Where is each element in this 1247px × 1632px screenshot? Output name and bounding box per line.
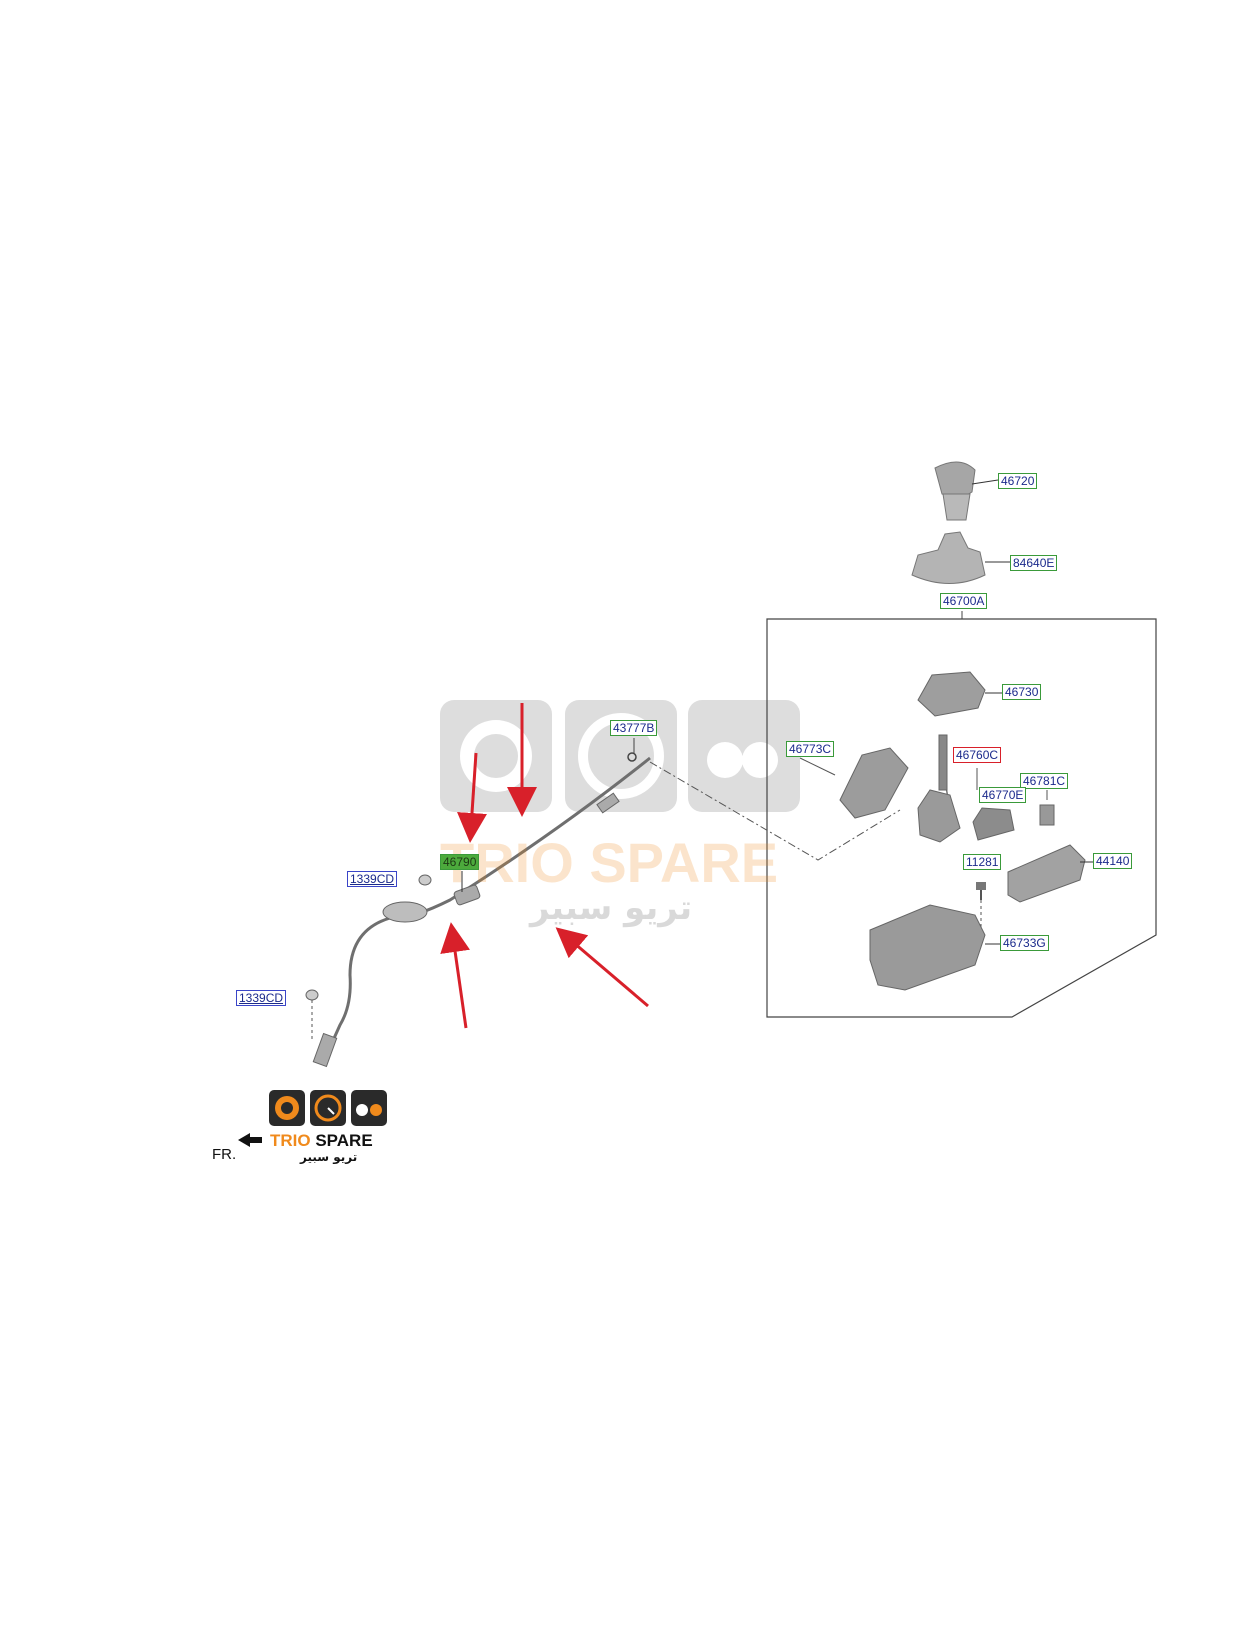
brand-title: TRIO SPARE xyxy=(270,1131,373,1150)
label-housing[interactable]: 46770E xyxy=(979,787,1027,803)
shift-boot-part xyxy=(911,531,986,584)
label-clip[interactable]: 43777B xyxy=(610,720,658,736)
label-indicator[interactable]: 46781C xyxy=(1020,773,1069,789)
panel-part xyxy=(1007,844,1086,903)
label-knob[interactable]: 46720 xyxy=(998,473,1038,489)
cable-route-leader xyxy=(649,761,901,861)
retainer-part xyxy=(839,747,909,819)
label-retainer[interactable]: 46773C xyxy=(786,741,835,757)
front-arrow-icon xyxy=(238,1133,262,1147)
shift-lever-part xyxy=(917,734,961,843)
cable-grommet xyxy=(382,901,428,923)
assembly-frame xyxy=(766,618,1157,1018)
cable-sleeve xyxy=(453,884,481,906)
label-bracket[interactable]: 46730 xyxy=(1002,684,1042,700)
watermark-logo xyxy=(440,700,800,812)
label-lever-pin[interactable]: 46760C xyxy=(953,747,1002,763)
label-base[interactable]: 46733G xyxy=(1000,935,1049,951)
label-assembly[interactable]: 46700A xyxy=(940,593,988,609)
watermark-arabic: تريو سبير xyxy=(530,888,693,928)
red-arrow-3 xyxy=(440,922,470,1029)
housing-part xyxy=(972,807,1015,841)
nut-lower-part xyxy=(305,989,319,1001)
screw-part xyxy=(976,882,986,900)
label-nut-upper[interactable]: 1339CD xyxy=(347,871,398,887)
cable-end-lower xyxy=(312,1032,338,1068)
label-screw[interactable]: 11281 xyxy=(963,854,1002,870)
brand-logo xyxy=(269,1090,387,1126)
watermark-brand: TRIO SPARE xyxy=(440,831,779,894)
nut-upper-part xyxy=(418,874,432,886)
bracket-part xyxy=(917,671,986,717)
cable-end-upper xyxy=(596,792,620,814)
shift-knob-part xyxy=(934,461,976,521)
label-panel[interactable]: 44140 xyxy=(1093,853,1133,869)
front-direction-label: FR. xyxy=(212,1146,237,1163)
label-boot[interactable]: 84640E xyxy=(1010,555,1058,571)
clip-part xyxy=(627,738,637,762)
indicator-part xyxy=(1039,804,1055,826)
base-part xyxy=(869,904,986,991)
brand-arabic: تريو سبير xyxy=(300,1150,358,1164)
label-nut-lower[interactable]: 1339CD xyxy=(236,990,287,1006)
red-arrow-4 xyxy=(555,927,649,1008)
label-cable[interactable]: 46790 xyxy=(440,854,480,870)
red-arrow-1 xyxy=(457,752,487,843)
